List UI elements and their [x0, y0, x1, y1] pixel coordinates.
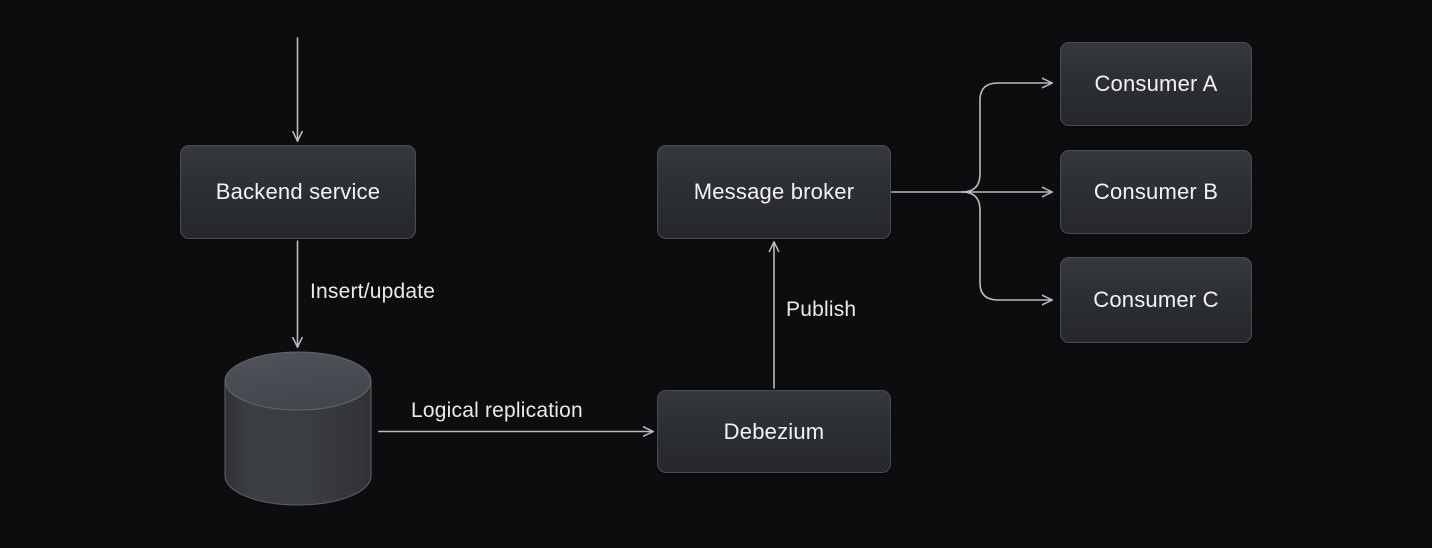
- connector-broker-to-consumer-c: [961, 191, 1052, 300]
- database-cylinder-body: [224, 380, 372, 506]
- node-consumer-c[interactable]: Consumer C: [1060, 257, 1252, 343]
- node-message-broker-label: Message broker: [693, 179, 855, 204]
- node-consumer-a[interactable]: Consumer A: [1060, 42, 1252, 126]
- edge-label-insert-update: Insert/update: [310, 280, 436, 303]
- edge-label-publish: Publish: [786, 298, 857, 321]
- connector-broker-to-consumer-a: [961, 83, 1052, 193]
- node-debezium[interactable]: Debezium: [657, 390, 891, 473]
- node-message-broker[interactable]: Message broker: [657, 145, 891, 239]
- node-consumer-a-label: Consumer A: [1094, 71, 1218, 96]
- node-consumer-b-label: Consumer B: [1093, 179, 1219, 204]
- edge-label-logical-replication: Logical replication: [411, 399, 583, 422]
- node-debezium-label: Debezium: [723, 418, 825, 444]
- node-consumer-c-label: Consumer C: [1093, 287, 1219, 312]
- node-consumer-b[interactable]: Consumer B: [1060, 150, 1252, 234]
- node-backend-service[interactable]: Backend service: [180, 145, 416, 239]
- database-cylinder-top: [224, 351, 372, 411]
- node-backend-service-label: Backend service: [215, 179, 381, 204]
- database-cylinder: [224, 351, 372, 506]
